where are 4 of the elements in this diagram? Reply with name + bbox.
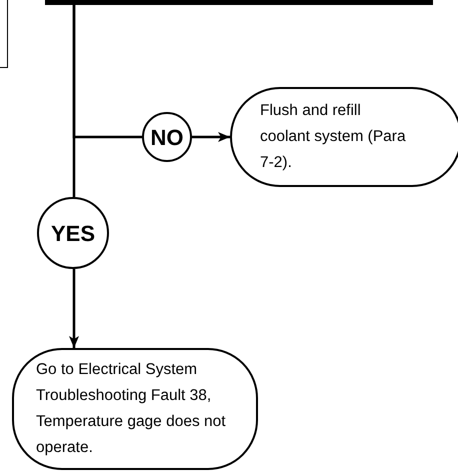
terminal-box: Flush and refill coolant system (Para 7-2). bbox=[230, 87, 458, 187]
terminal-box: Go to Electrical System Troubleshooting Fault 38, Temperature gage does not operate. bbox=[12, 348, 258, 470]
arrow bbox=[192, 132, 230, 142]
arrow bbox=[69, 269, 79, 348]
